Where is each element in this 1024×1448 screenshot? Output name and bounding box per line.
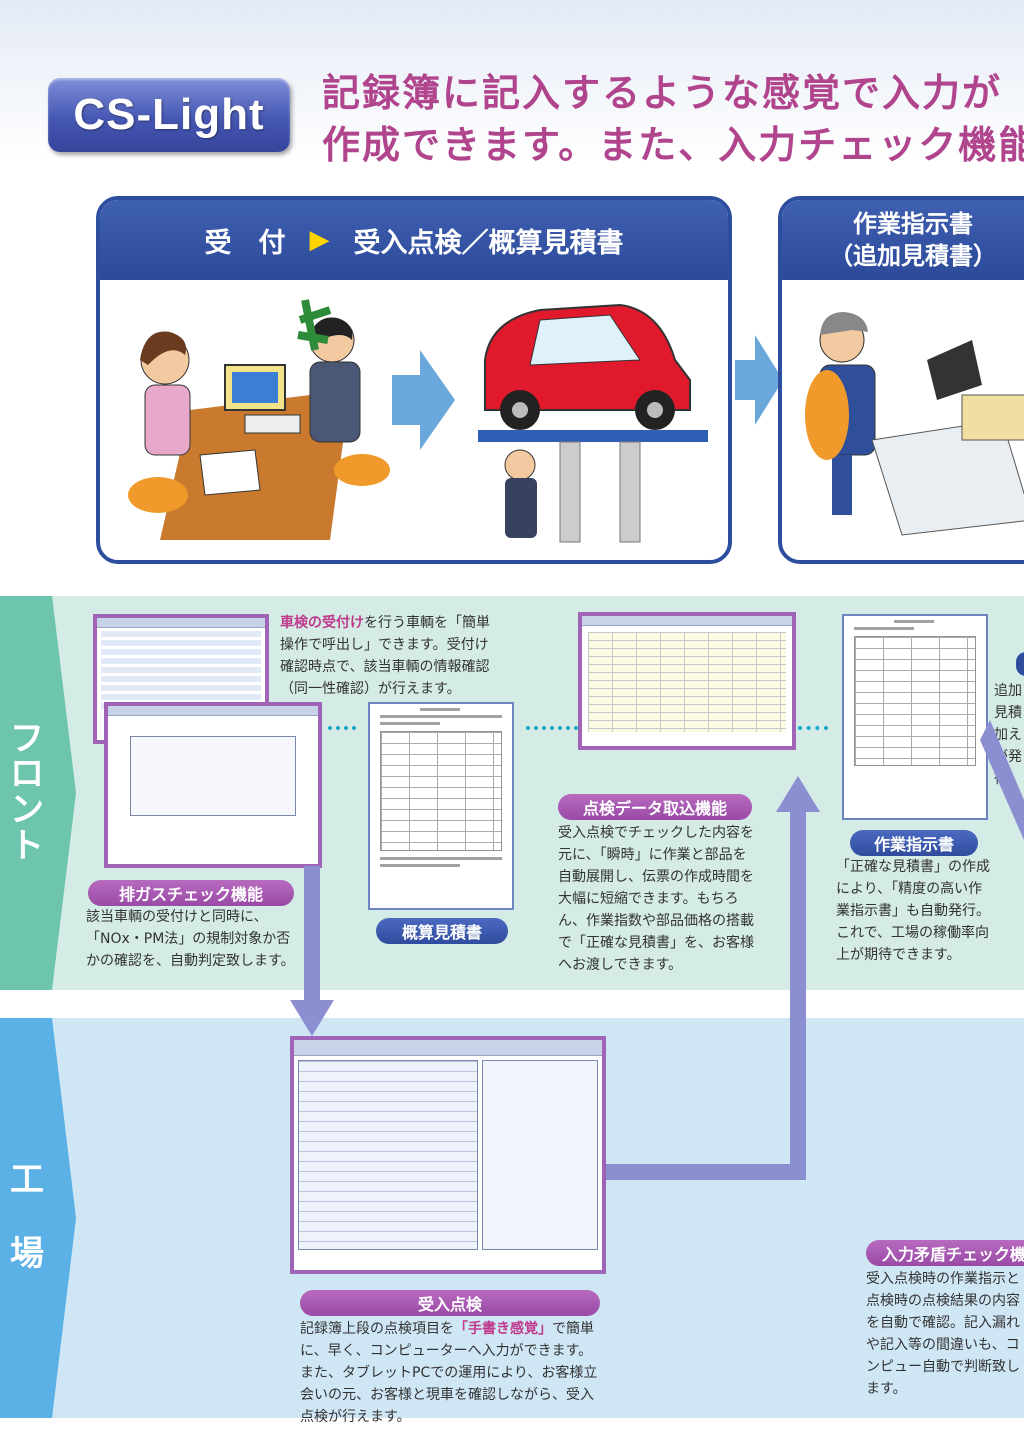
- reception-highlight: 車検の受付け: [280, 615, 364, 631]
- dotted-connector: [798, 726, 828, 730]
- factory-label-char: 場: [10, 1234, 44, 1274]
- reception-panel: 受 付 ▶ 受入点検／概算見積書: [96, 196, 732, 564]
- headline-line-2: 作成できます。また、入力チェック機能: [322, 123, 1024, 167]
- work-order-description: 「正確な見積書」の作成により、「精度の高い作業指示書」も自動発行。これで、工場の…: [836, 859, 990, 963]
- dotted-connector: [328, 726, 356, 730]
- contradiction-check-description: 受入点検時の作業指示と点検時の点検結果の内容を自動で確認。記入漏れや記入等の間違…: [866, 1271, 1020, 1397]
- import-data-description: 受入点検でチェックした内容を元に、「瞬時」に作業と部品を自動展開し、伝票の作成時…: [558, 825, 754, 973]
- inspection-desc-b: で簡単に、早く、コンピューターへ入力ができます。また、タブレットPCでの運用によ…: [300, 1321, 598, 1425]
- import-data-screenshot: [578, 612, 796, 750]
- work-order-panel: 作業指示書 （追加見積書）: [778, 196, 1024, 564]
- reception-panel-header: 受 付 ▶ 受入点検／概算見積書: [100, 200, 728, 280]
- estimate-label: 概算見積書: [376, 918, 508, 944]
- front-label-char: ロ: [10, 754, 44, 795]
- front-label-char: フ: [10, 718, 44, 759]
- headline-line-1: 記録簿に記入するような感覚で入力が: [322, 71, 1003, 115]
- exhaust-check-screenshot: [104, 702, 322, 868]
- estimate-document: [368, 702, 514, 910]
- inspection-estimate-title: 受入点検／概算見積書: [353, 227, 624, 259]
- side-note: 追加見積 加え が発行: [994, 683, 1022, 787]
- front-label-char: ト: [10, 825, 44, 866]
- inspection-highlight: 「手書き感覚」: [454, 1321, 552, 1337]
- triangle-right-icon: ▶: [309, 225, 330, 255]
- reception-description: 車検の受付けを行う車輌を「簡単操作で呼出し」できます。受付け確認時点で、該当車輌…: [280, 612, 490, 700]
- work-order-illustration: [805, 312, 1024, 536]
- work-order-label: 作業指示書: [850, 830, 978, 856]
- import-data-title: 点検データ取込機能: [558, 794, 752, 820]
- reception-title: 受 付: [204, 227, 286, 259]
- inspection-title: 受入点検: [300, 1290, 600, 1316]
- work-order-panel-header: 作業指示書 （追加見積書）: [782, 200, 1024, 280]
- contradiction-check-title: 入力矛盾チェック機: [866, 1240, 1024, 1266]
- additional-estimate-title: （追加見積書）: [829, 242, 997, 270]
- front-label-char: ン: [10, 790, 44, 830]
- reception-illustration: [128, 299, 708, 543]
- cs-light-logo: CS-Light: [48, 78, 290, 152]
- inspection-desc-a: 記録簿上段の点検項目を: [300, 1321, 454, 1337]
- reception-desc-text: を行う車輌を「簡単操作で呼出し」できます。受付け確認時点で、該当車輌の情報確認（…: [280, 615, 490, 697]
- flow-arrow-icon: [735, 335, 783, 425]
- exhaust-check-description: 該当車輌の受付けと同時に、「NOx・PM法」の規制対象か否かの確認を、自動判定致…: [86, 909, 295, 969]
- work-order-document: [842, 614, 988, 820]
- work-order-panel-title: 作業指示書: [853, 210, 973, 238]
- exhaust-check-title: 排ガスチェック機能: [88, 880, 294, 906]
- side-badge: [1016, 652, 1024, 676]
- factory-label-char: 工: [10, 1160, 44, 1201]
- inspection-screenshot: [290, 1036, 606, 1274]
- dotted-connector: [526, 726, 578, 730]
- inspection-description: 記録簿上段の点検項目を「手書き感覚」で簡単に、早く、コンピューターへ入力ができま…: [300, 1318, 606, 1428]
